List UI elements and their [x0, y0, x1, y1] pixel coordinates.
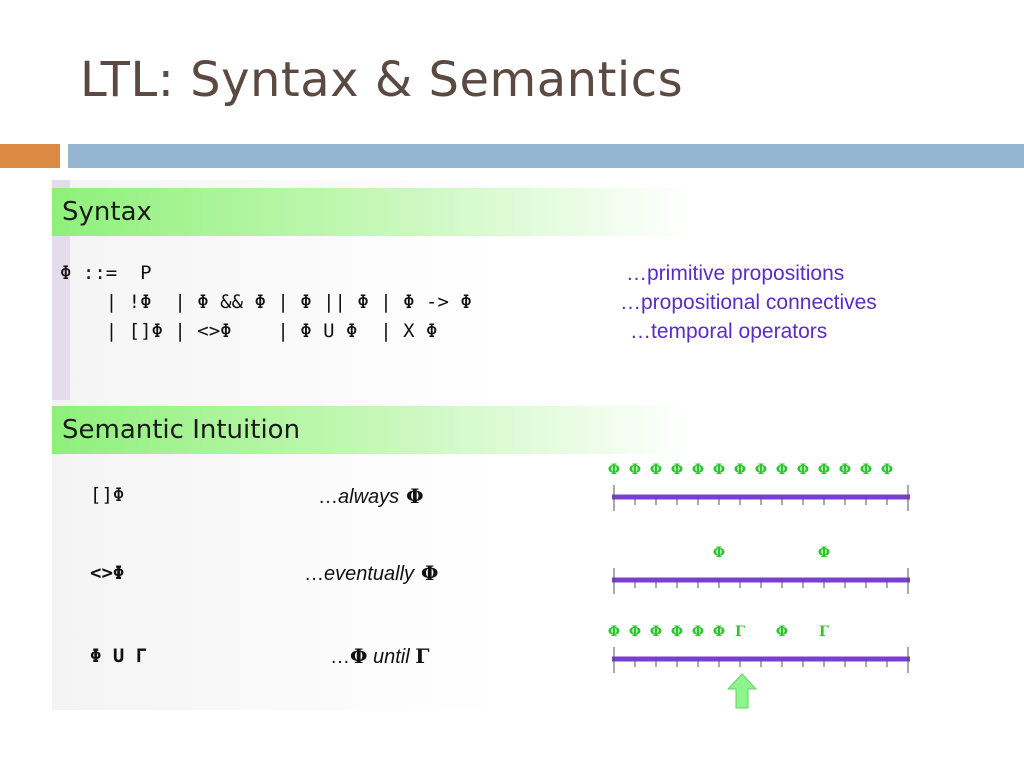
timeline-label: Φ — [608, 624, 620, 640]
timeline-label: Γ — [819, 624, 829, 640]
timeline-label: Φ — [671, 462, 683, 478]
formula-until: Φ U Γ — [90, 645, 148, 667]
desc-word: always — [338, 486, 400, 508]
desc-always: …always Φ — [318, 484, 424, 509]
desc-symbol: Φ — [399, 484, 424, 508]
timeline-label: Φ — [608, 462, 620, 478]
timeline-label: Φ — [755, 462, 767, 478]
timeline-label: Φ — [650, 462, 662, 478]
timeline-label: Φ — [860, 462, 872, 478]
desc-symbol: Φ — [414, 561, 439, 585]
slide-title: LTL: Syntax & Semantics — [80, 52, 684, 108]
timeline-label: Φ — [839, 462, 851, 478]
up-arrow-icon — [727, 673, 757, 709]
grammar-line-3: | []Φ | <>Φ | Φ U Φ | X Φ — [60, 320, 438, 342]
timeline-label: Φ — [776, 462, 788, 478]
desc-word: eventually — [324, 563, 415, 585]
desc-symbol-phi: Φ — [350, 644, 368, 668]
timeline-label: Φ — [797, 462, 809, 478]
desc-prefix: … — [304, 563, 324, 585]
timeline-label: Φ — [692, 462, 704, 478]
timeline-label: Φ — [629, 462, 641, 478]
comment-primitive: …primitive propositions — [626, 262, 845, 285]
accent-bar-orange — [0, 144, 60, 168]
desc-prefix: … — [318, 486, 338, 508]
timeline-label: Φ — [713, 462, 725, 478]
timeline-label: Φ — [776, 624, 788, 640]
formula-always: []Φ — [90, 484, 125, 506]
timeline-label: Φ — [650, 624, 662, 640]
formula-eventually: <>Φ — [90, 562, 125, 584]
timeline-label: Φ — [713, 545, 725, 561]
timeline-label: Φ — [734, 462, 746, 478]
syntax-header: Syntax — [52, 188, 692, 236]
timeline-label: Φ — [818, 462, 830, 478]
timeline-label: Φ — [881, 462, 893, 478]
desc-eventually: …eventually Φ — [304, 561, 438, 586]
timeline-label: Φ — [692, 624, 704, 640]
timeline-label: Φ — [629, 624, 641, 640]
comment-connectives: …propositional connectives — [620, 291, 877, 314]
grammar-line-2: | !Φ | Φ && Φ | Φ || Φ | Φ -> Φ — [60, 291, 472, 313]
timeline-label: Φ — [671, 624, 683, 640]
semantics-header: Semantic Intuition — [52, 406, 692, 454]
desc-word-until: until — [367, 646, 416, 668]
accent-bar-blue — [68, 144, 1024, 168]
timeline-label: Γ — [735, 624, 745, 640]
timeline-label: Φ — [818, 545, 830, 561]
timeline-label: Φ — [713, 624, 725, 640]
desc-until: …Φ until Γ — [330, 644, 429, 669]
grammar-line-1: Φ ::= P — [60, 262, 152, 284]
desc-symbol-gamma: Γ — [415, 644, 430, 668]
desc-prefix: … — [330, 646, 350, 668]
comment-temporal: …temporal operators — [630, 320, 828, 343]
